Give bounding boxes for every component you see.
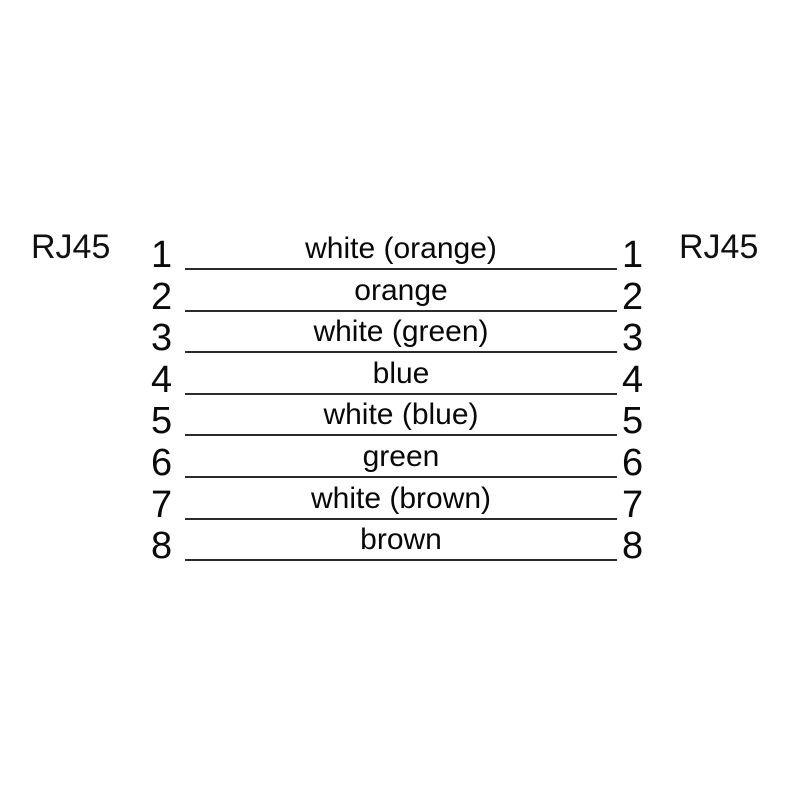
wire-line [185,309,617,312]
pin-number-right: 6 [622,442,644,484]
wire-row: 8 brown 8 [0,523,800,569]
wire-row: 7 white (brown) 7 [0,482,800,528]
pin-number-right: 4 [622,358,644,401]
pin-number-right: 7 [622,483,644,526]
wire-row: 1 white (orange) 1 [0,232,800,278]
wire-color-label: orange [354,273,448,307]
wire-line [185,392,617,395]
connector-right-label: RJ45 [679,228,759,266]
wire-row: 2 orange 2 [0,274,800,320]
pin-number-left: 3 [151,317,173,360]
wire-row: 3 white (green) 3 [0,315,800,361]
wire-color-label: green [362,440,440,473]
wire-color-label: white (orange) [305,232,497,265]
pin-number-left: 6 [151,442,173,484]
pin-number-right: 8 [622,525,644,568]
wire-color-label: white (brown) [310,481,492,515]
pin-number-left: 7 [151,483,173,526]
pin-number-left: 1 [151,234,173,276]
connector-left-label: RJ45 [31,228,111,266]
pin-number-right: 3 [622,317,644,360]
pin-number-left: 8 [151,525,173,568]
wire-line [185,351,617,354]
pin-number-left: 2 [151,275,173,318]
wire-line [185,517,617,520]
wire-line [185,476,617,478]
pin-number-right: 1 [622,234,644,276]
wire-row: 4 blue 4 [0,357,800,403]
wire-color-label: brown [360,523,442,557]
pin-number-left: 5 [151,400,173,443]
pin-number-right: 5 [622,400,644,443]
wire-color-label: blue [372,356,430,390]
wire-line [185,268,617,270]
wire-row: 6 green 6 [0,440,800,486]
wire-row: 5 white (blue) 5 [0,398,800,444]
wire-line [185,559,617,562]
wire-color-label: white (green) [313,315,489,349]
pin-number-left: 4 [151,358,173,401]
wire-line [185,434,617,437]
pin-number-right: 2 [622,275,644,318]
wire-color-label: white (blue) [323,398,479,432]
